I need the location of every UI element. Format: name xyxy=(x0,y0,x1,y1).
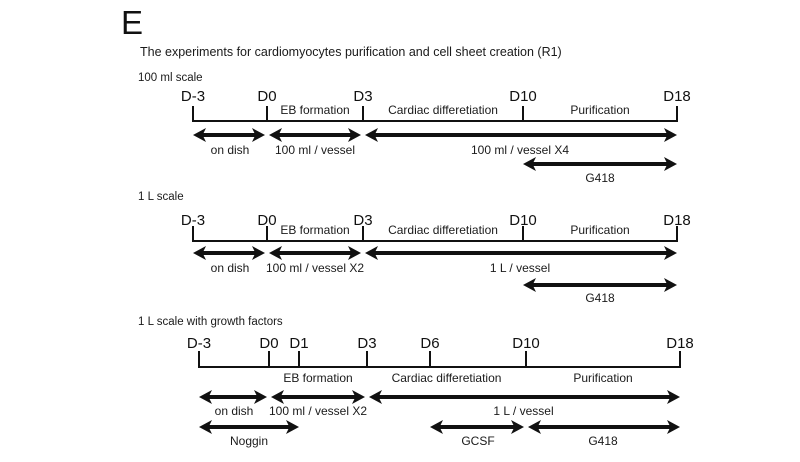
phase-label: Purification xyxy=(573,371,633,385)
arrow-label: 100 ml / vessel X2 xyxy=(268,404,368,418)
day-tick xyxy=(676,226,678,242)
arrow-shaft xyxy=(276,251,354,255)
day-label: D10 xyxy=(509,88,537,105)
timeline-name: 100 ml scale xyxy=(138,72,203,84)
arrow-label: GCSF xyxy=(461,434,495,448)
day-tick xyxy=(366,351,368,368)
arrow-label: G418 xyxy=(588,434,618,448)
day-label: D3 xyxy=(353,88,373,105)
timeline-axis xyxy=(199,366,680,368)
arrow-shaft xyxy=(206,425,292,429)
day-tick xyxy=(362,226,364,242)
arrow-label: on dish xyxy=(210,261,250,275)
arrow-on-dish xyxy=(199,389,267,405)
arrow-shaft xyxy=(200,133,258,137)
arrow-label: on dish xyxy=(214,404,254,418)
arrow-g418 xyxy=(523,277,677,293)
arrow-shaft xyxy=(200,251,258,255)
arrow-label: G418 xyxy=(585,171,615,185)
day-label: D-3 xyxy=(180,212,206,229)
day-label: D0 xyxy=(257,88,277,105)
arrow-gcsf xyxy=(430,419,524,435)
day-label: D-3 xyxy=(186,335,212,352)
arrow-label: 100 ml / vessel xyxy=(274,143,356,157)
arrow-label: 100 ml / vessel X2 xyxy=(265,261,365,275)
arrow-g418 xyxy=(523,156,677,172)
day-tick xyxy=(679,351,681,368)
day-tick xyxy=(198,351,200,368)
phase-label: EB formation xyxy=(280,223,350,237)
arrow-100-ml-vessel-x2 xyxy=(269,245,361,261)
timeline-axis xyxy=(193,120,677,122)
day-tick xyxy=(522,226,524,242)
arrow-shaft xyxy=(372,133,670,137)
day-label: D10 xyxy=(509,212,537,229)
day-tick xyxy=(192,226,194,242)
day-label: D0 xyxy=(259,335,279,352)
day-label: D3 xyxy=(353,212,373,229)
arrow-shaft xyxy=(278,395,358,399)
day-tick xyxy=(298,351,300,368)
day-label: D6 xyxy=(420,335,440,352)
arrow-on-dish xyxy=(193,245,265,261)
day-label: D10 xyxy=(512,335,540,352)
arrow-100-ml-vessel-x2 xyxy=(271,389,365,405)
figure-title: The experiments for cardiomyocytes purif… xyxy=(140,45,562,59)
day-tick xyxy=(429,351,431,368)
day-label: D18 xyxy=(666,335,694,352)
arrow-label: Noggin xyxy=(229,434,269,448)
arrow-shaft xyxy=(206,395,260,399)
arrow-shaft xyxy=(376,395,673,399)
day-label: D-3 xyxy=(180,88,206,105)
day-label: D3 xyxy=(357,335,377,352)
day-label: D0 xyxy=(257,212,277,229)
arrow-100-ml-vessel xyxy=(269,127,361,143)
arrow-g418 xyxy=(528,419,680,435)
phase-label: EB formation xyxy=(283,371,353,385)
arrow-label: 1 L / vessel xyxy=(489,261,551,275)
day-tick xyxy=(266,106,268,122)
day-tick xyxy=(192,106,194,122)
arrow-label: on dish xyxy=(210,143,250,157)
arrow-100-ml-vessel-x4 xyxy=(365,127,677,143)
arrow-shaft xyxy=(530,283,670,287)
arrow-shaft xyxy=(530,162,670,166)
figure-label: E xyxy=(121,4,144,41)
arrow-noggin xyxy=(199,419,299,435)
arrow-shaft xyxy=(372,251,670,255)
day-tick xyxy=(362,106,364,122)
arrow-label: 1 L / vessel xyxy=(493,404,554,418)
arrow-1-l-vessel xyxy=(369,389,680,405)
arrow-shaft xyxy=(535,425,673,429)
day-label: D18 xyxy=(663,88,691,105)
timeline-name: 1 L scale xyxy=(138,191,184,203)
arrow-shaft xyxy=(276,133,354,137)
phase-label: Purification xyxy=(570,103,630,117)
day-label: D18 xyxy=(663,212,691,229)
day-tick xyxy=(522,106,524,122)
phase-label: Cardiac differetiation xyxy=(388,103,498,117)
arrow-label: 100 ml / vessel X4 xyxy=(470,143,570,157)
phase-label: Cardiac differetiation xyxy=(391,371,502,385)
day-label: D1 xyxy=(289,335,309,352)
phase-label: Purification xyxy=(570,223,630,237)
arrow-shaft xyxy=(437,425,517,429)
day-tick xyxy=(676,106,678,122)
day-tick xyxy=(268,351,270,368)
timeline-axis xyxy=(193,240,677,242)
arrow-on-dish xyxy=(193,127,265,143)
phase-label: Cardiac differetiation xyxy=(388,223,498,237)
day-tick xyxy=(525,351,527,368)
phase-label: EB formation xyxy=(280,103,350,117)
timeline-name: 1 L scale with growth factors xyxy=(138,316,283,328)
day-tick xyxy=(266,226,268,242)
arrow-label: G418 xyxy=(585,291,615,305)
arrow-1-l-vessel xyxy=(365,245,677,261)
